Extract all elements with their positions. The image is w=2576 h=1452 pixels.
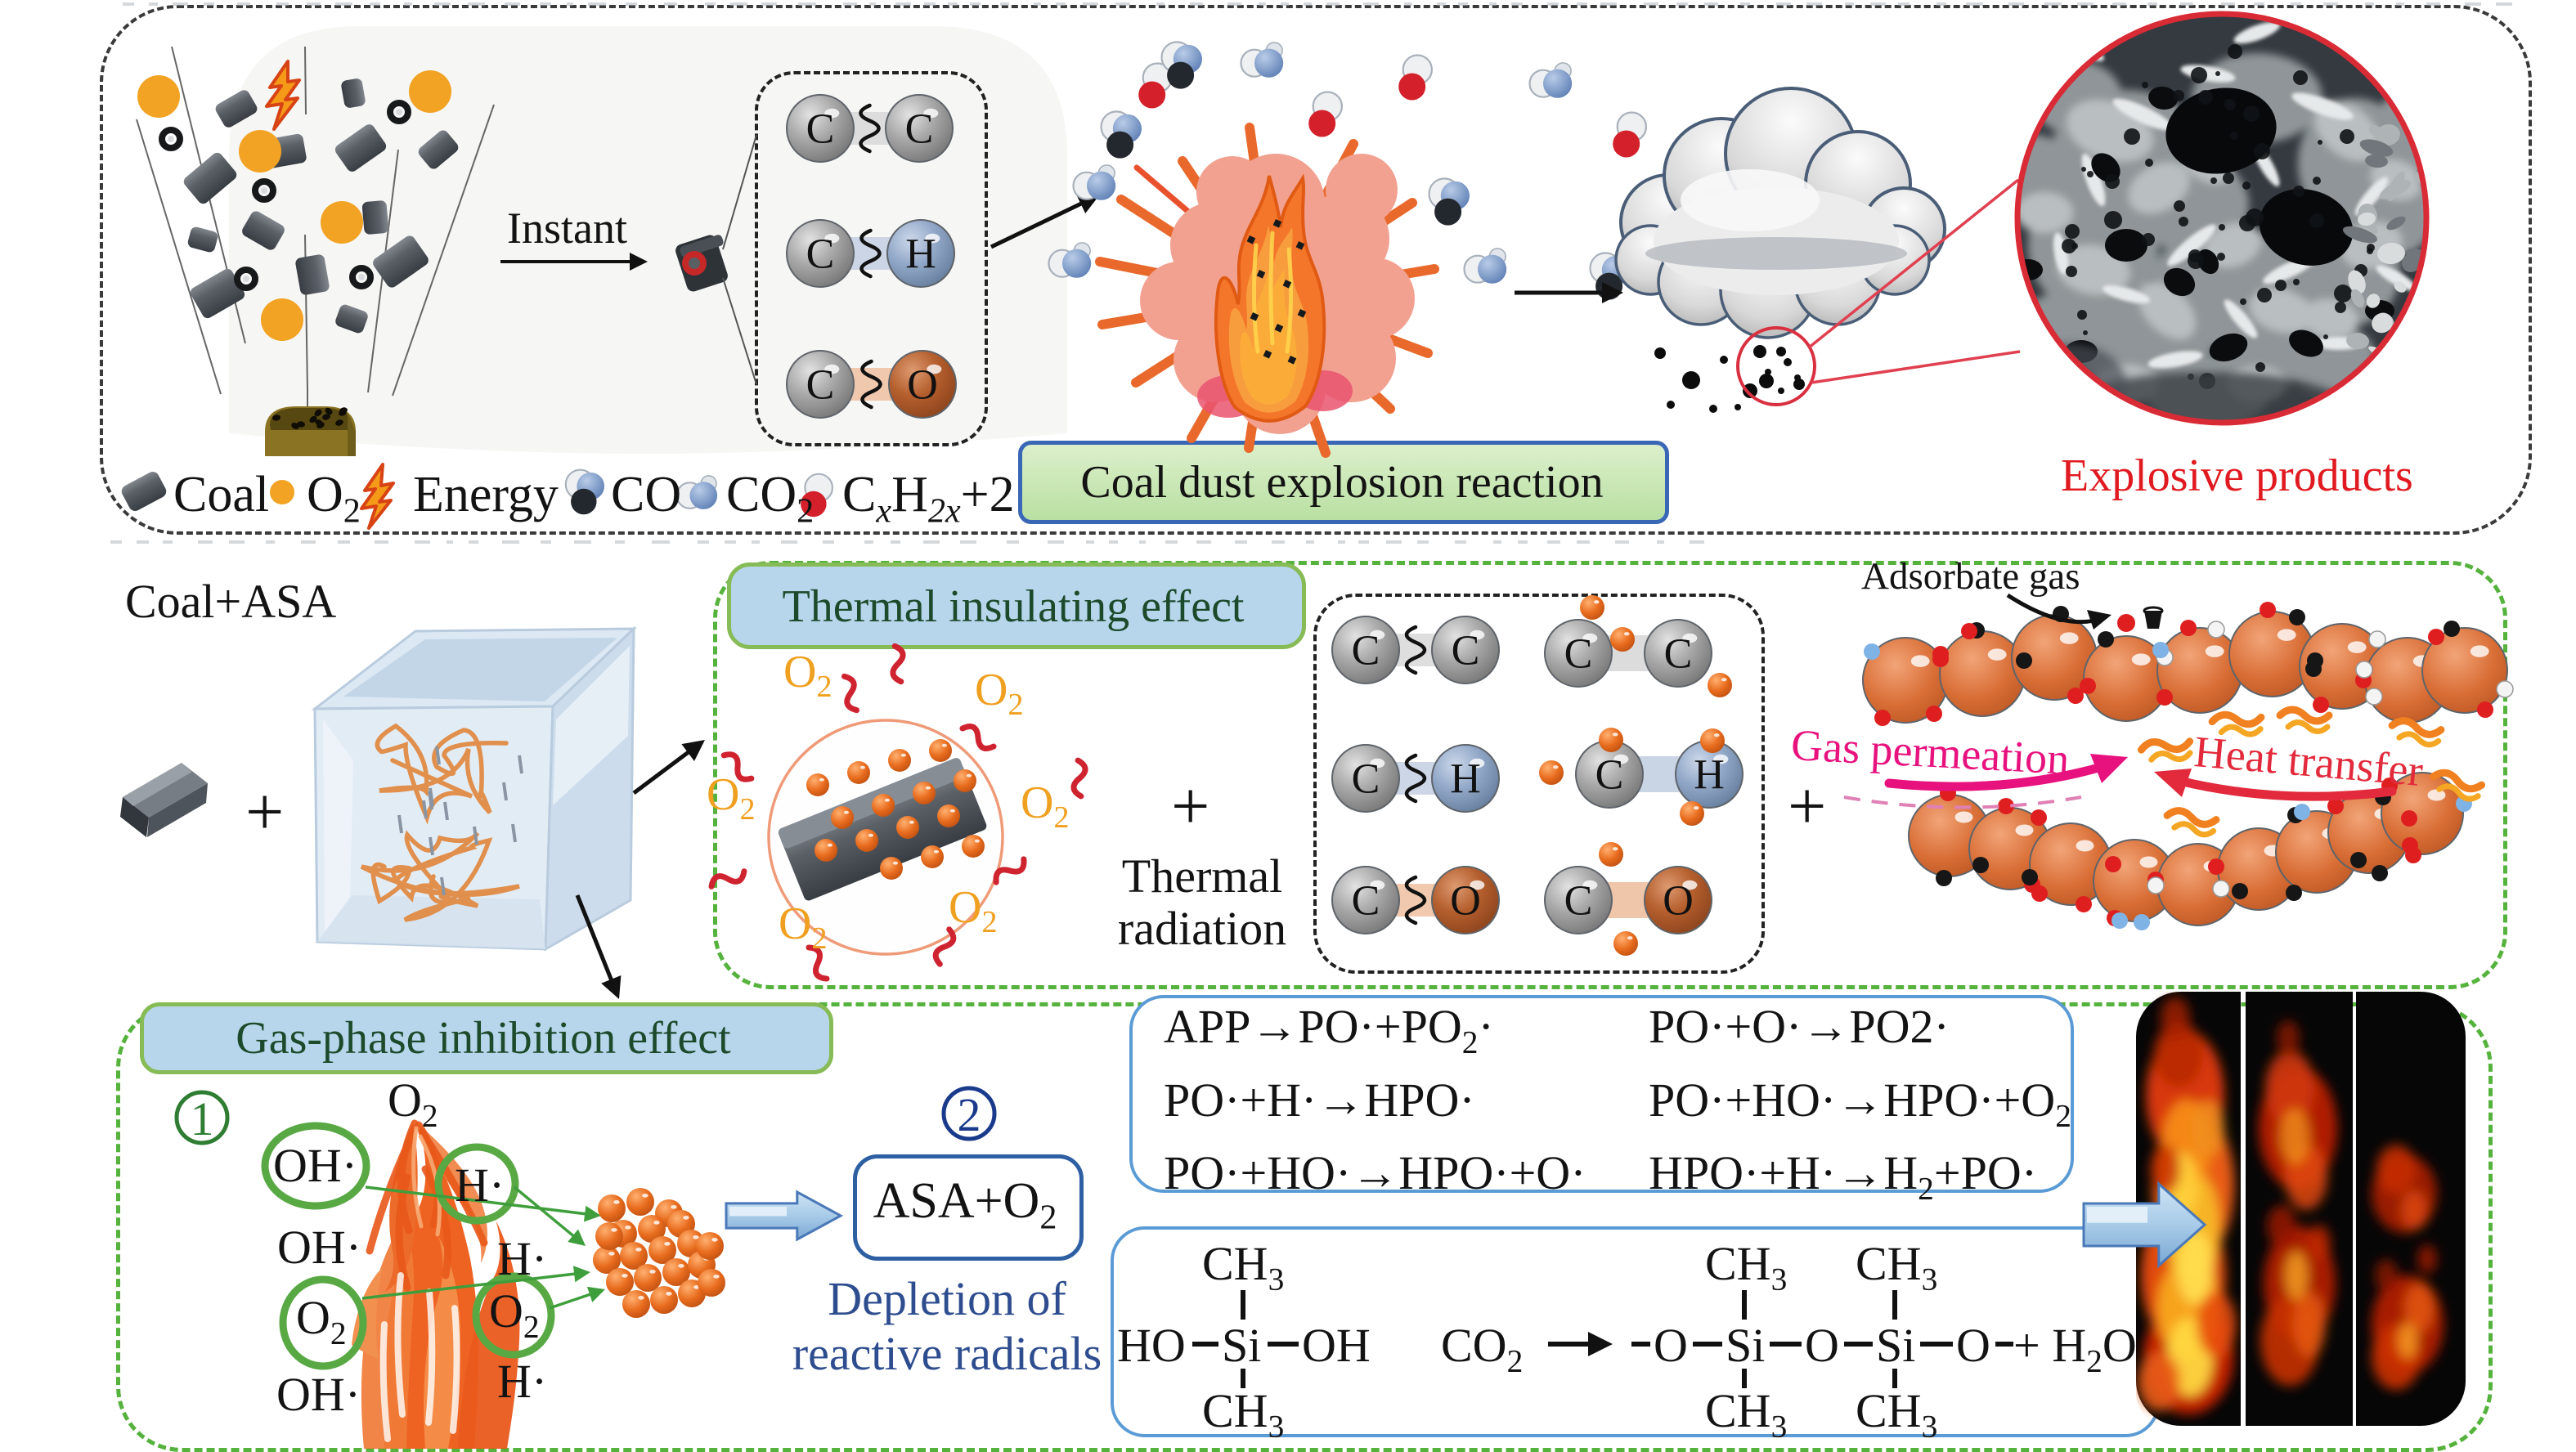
svg-text:C: C xyxy=(1664,631,1693,678)
svg-text:C: C xyxy=(806,362,835,409)
svg-text:C: C xyxy=(806,106,835,153)
svg-text:H: H xyxy=(1450,756,1481,803)
svg-text:2: 2 xyxy=(958,1088,981,1141)
svg-text:H: H xyxy=(905,231,936,278)
svg-text:C: C xyxy=(1452,628,1480,674)
svg-text:C: C xyxy=(1564,631,1593,678)
svg-text:O: O xyxy=(1663,878,1694,925)
svg-text:C: C xyxy=(1352,878,1380,925)
svg-text:C: C xyxy=(905,106,934,153)
svg-text:C: C xyxy=(806,231,835,278)
svg-text:C: C xyxy=(1595,752,1624,799)
svg-text:C: C xyxy=(1352,756,1380,803)
svg-text:C: C xyxy=(1564,878,1593,925)
svg-text:O: O xyxy=(907,362,938,409)
svg-text:H: H xyxy=(1694,752,1725,799)
svg-text:C: C xyxy=(1352,628,1380,674)
svg-text:O: O xyxy=(1450,878,1481,925)
svg-text:1: 1 xyxy=(191,1092,214,1145)
